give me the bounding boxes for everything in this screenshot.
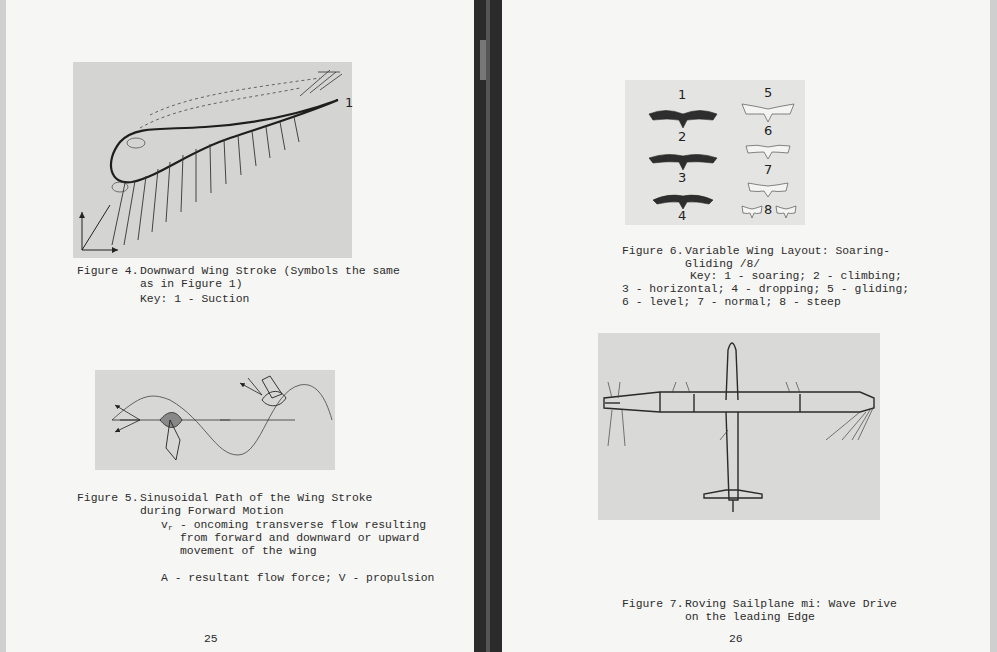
- callout-number: 1: [678, 88, 686, 102]
- callout-number: 7: [764, 163, 772, 177]
- figure-number: Figure 4.: [77, 265, 139, 278]
- sinusoidal-path-figure: [95, 370, 335, 470]
- symbol-definition: A - resultant flow force; V - propulsion: [161, 572, 434, 585]
- figure-caption: Downward Wing Stroke (Symbols the same a…: [140, 265, 412, 291]
- callout-number: 5: [764, 86, 772, 100]
- figure-caption: Variable Wing Layout: Soaring-Gliding /8…: [685, 245, 901, 271]
- right-page: [502, 0, 990, 652]
- left-page: [6, 0, 474, 652]
- symbol-definition: - oncoming transverse flow resulting fro…: [180, 519, 436, 558]
- page-number: 25: [204, 633, 218, 646]
- binding-mark: [480, 40, 486, 80]
- symbol-subscript: r: [168, 524, 173, 533]
- figure-number: Figure 7.: [622, 598, 684, 611]
- callout-number: 3: [678, 171, 686, 185]
- sailplane-figure: [598, 333, 880, 520]
- symbol: v: [161, 519, 168, 532]
- figure-caption: Sinusoidal Path of the Wing Stroke durin…: [140, 492, 392, 518]
- callout-number: 6: [764, 124, 772, 138]
- callout-number: 2: [678, 130, 686, 144]
- figure-number: Figure 5.: [77, 492, 139, 505]
- figure-key: Key: 1 - Suction: [140, 293, 249, 306]
- book-spine: [474, 0, 502, 652]
- figure-key: Key: 1 - soaring; 2 - climbing; 3 - hori…: [622, 270, 914, 309]
- bird-silhouettes-figure: [625, 80, 805, 225]
- figure-caption: Roving Sailplane mi: Wave Drive on the l…: [685, 598, 907, 624]
- figure-number: Figure 6.: [622, 245, 684, 258]
- page-number: 26: [729, 633, 743, 646]
- wing-stroke-figure: [73, 62, 352, 258]
- spine-crease: [486, 0, 490, 652]
- callout-number: 8: [764, 203, 772, 217]
- callout-number: 1: [345, 96, 353, 110]
- callout-number: 4: [678, 209, 686, 223]
